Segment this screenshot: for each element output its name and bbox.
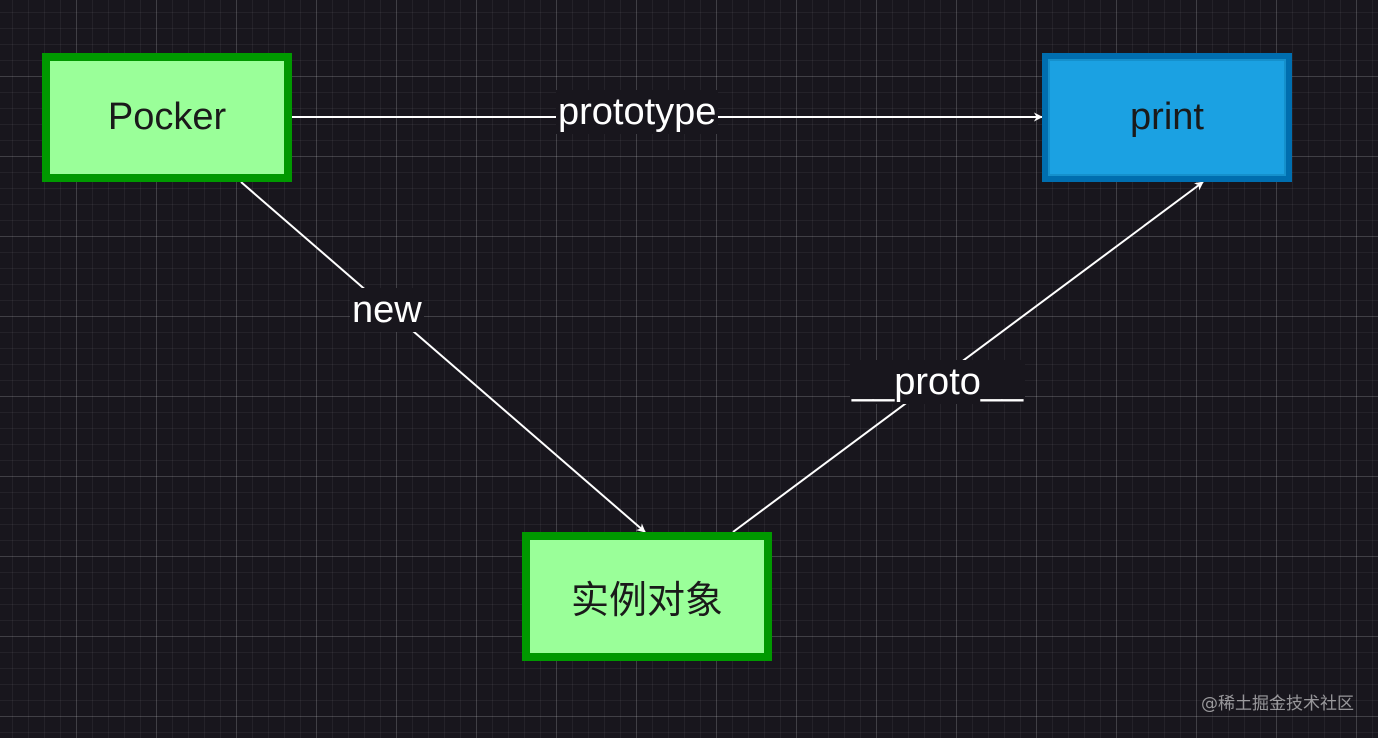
edge-label-proto: __proto__	[850, 360, 1026, 404]
node-print[interactable]: print	[1042, 53, 1292, 182]
edge-label-prototype: prototype	[556, 90, 719, 134]
node-instance-label: 实例对象	[570, 580, 723, 622]
edge-proto	[732, 181, 1204, 533]
watermark: @稀土掘金技术社区	[1201, 694, 1354, 714]
edge-label-new: new	[350, 288, 424, 332]
node-instance[interactable]: 实例对象	[522, 532, 772, 661]
edge-new	[240, 181, 646, 533]
node-pocker[interactable]: Pocker	[42, 53, 292, 182]
node-print-label: print	[1130, 96, 1204, 138]
node-pocker-label: Pocker	[107, 96, 227, 138]
